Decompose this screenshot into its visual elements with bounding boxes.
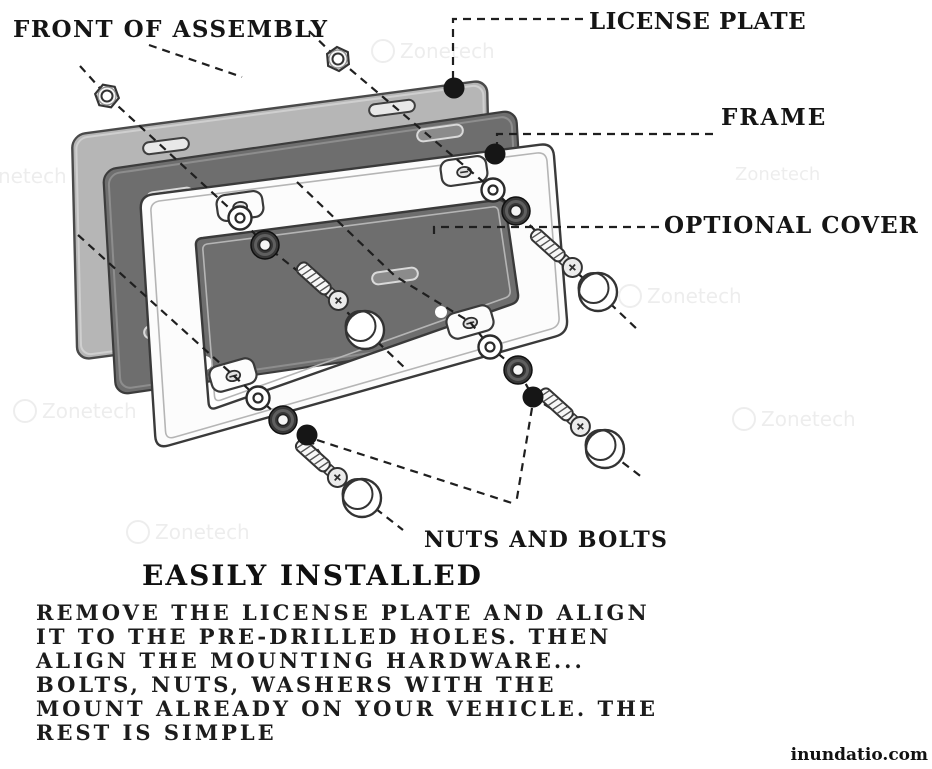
cover-slot xyxy=(371,266,419,286)
watermark-logo-icon xyxy=(371,39,395,63)
bolt-icon xyxy=(294,438,348,488)
watermark-text: Zonetech xyxy=(42,399,137,423)
hex-nut-icon xyxy=(325,45,351,73)
washer-icon xyxy=(227,205,253,231)
label-frame: FRAME xyxy=(721,104,828,131)
instructions-line: REST IS SIMPLE xyxy=(36,720,277,745)
watermark-logo-icon xyxy=(126,520,150,544)
lock-washer-icon xyxy=(503,355,533,385)
watermark-text: Zonetech xyxy=(155,520,250,544)
heading-easily-installed: EASILY INSTALLED xyxy=(142,559,483,592)
instructions-paragraph: REMOVE THE LICENSE PLATE AND ALIGN IT TO… xyxy=(36,601,716,745)
instructions-line: ALIGN THE MOUNTING HARDWARE... xyxy=(36,648,585,673)
watermark-text: Zonetech xyxy=(761,407,856,431)
instructions-line: BOLTS, NUTS, WASHERS WITH THE xyxy=(36,672,557,697)
screw-cap-icon xyxy=(344,309,386,351)
frame-outer-contour xyxy=(150,152,560,439)
cover-hole xyxy=(435,306,447,318)
instructions-line: IT TO THE PRE-DRILLED HOLES. THEN xyxy=(36,624,612,649)
callout-dot-nuts-right xyxy=(522,386,544,408)
watermark-text: Zonetech xyxy=(400,39,495,63)
watermark-text: Zonetech xyxy=(647,284,742,308)
plate-slot xyxy=(368,98,416,118)
label-nuts-and-bolts: NUTS AND BOLTS xyxy=(424,527,669,553)
callout-dot-license-plate xyxy=(443,77,465,99)
washer-icon xyxy=(480,177,506,203)
hardware-layer xyxy=(93,45,626,519)
bolt-icon xyxy=(295,261,349,311)
screw-cap-icon xyxy=(577,271,619,313)
nuts-bolts-leader-left xyxy=(316,438,516,506)
license-plate-leader xyxy=(451,17,583,79)
hex-nut-icon xyxy=(93,83,121,109)
watermark-logo-icon xyxy=(618,284,642,308)
callout-dots xyxy=(296,77,544,446)
lock-washer-icon xyxy=(268,405,298,435)
watermark-text: Zonetech xyxy=(735,164,820,185)
front-of-assembly-leader xyxy=(148,43,243,79)
instructions-line: REMOVE THE LICENSE PLATE AND ALIGN xyxy=(36,600,650,625)
screw-cap-icon xyxy=(584,428,626,470)
frame-leader xyxy=(495,132,713,145)
washer-icon xyxy=(245,385,271,411)
bolt-icon xyxy=(529,228,583,278)
site-credit: inundatio.com xyxy=(790,745,928,765)
watermark-logo-icon xyxy=(732,407,756,431)
bolt-icon xyxy=(537,387,591,437)
label-front-of-assembly: FRONT OF ASSEMBLY xyxy=(13,16,329,43)
watermark-layer: Zonetech Zonetech Zonetech Zonetech Zone… xyxy=(0,39,856,544)
label-license-plate: LICENSE PLATE xyxy=(589,8,807,35)
frame-tab xyxy=(439,154,489,188)
nuts-bolts-leader-right xyxy=(514,407,534,505)
screw-cap-icon xyxy=(341,477,383,519)
plate-slot xyxy=(142,136,190,156)
lock-washer-icon xyxy=(250,230,280,260)
optional-cover-leader xyxy=(432,225,659,237)
callout-dot-frame xyxy=(484,143,506,165)
lock-washer-icon xyxy=(501,196,531,226)
label-optional-cover: OPTIONAL COVER xyxy=(664,212,919,239)
washer-icon xyxy=(477,334,503,360)
cover-slot xyxy=(416,123,464,143)
instructions-line: MOUNT ALREADY ON YOUR VEHICLE. THE xyxy=(36,696,659,721)
watermark-logo-icon xyxy=(13,399,37,423)
frame-inner-contour xyxy=(202,206,511,402)
watermark-text: Zonetech xyxy=(0,164,67,188)
callout-dot-nuts-left xyxy=(296,424,318,446)
